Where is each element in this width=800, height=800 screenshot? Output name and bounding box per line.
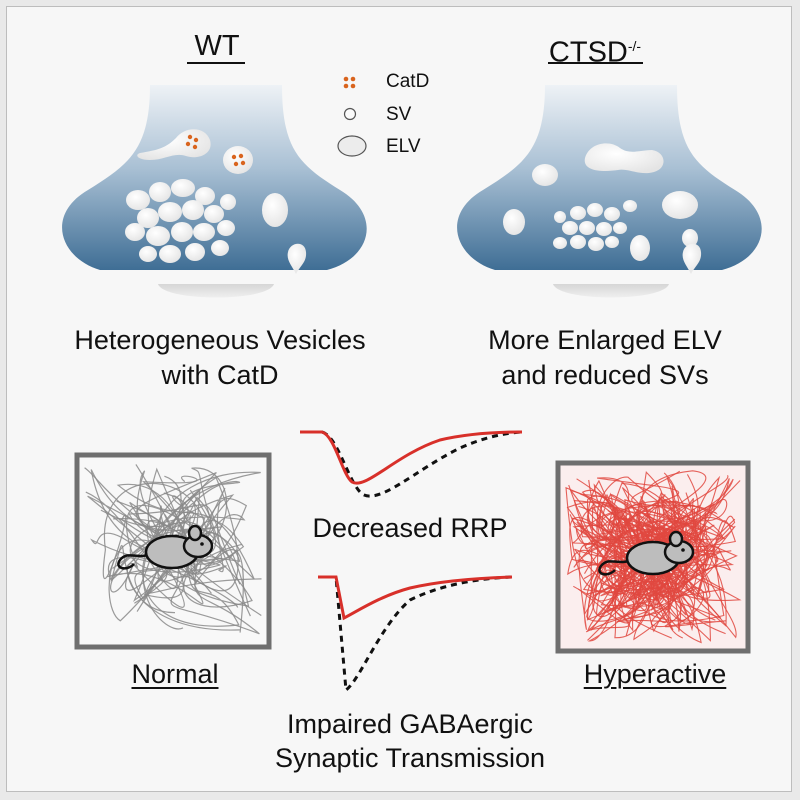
gaba-ko-trace <box>318 575 513 621</box>
gaba-wt-trace <box>318 575 513 693</box>
normal-locomotion-tracks <box>84 464 262 635</box>
rrp-ko-trace <box>300 430 523 485</box>
ko-enlarged-vesicle-5 <box>682 229 698 247</box>
locomotion-track <box>572 505 735 570</box>
wt-caption-line2: with CatD <box>161 360 279 390</box>
legend-catd-label: CatD <box>386 71 430 92</box>
wt-catd-vesicle <box>223 146 253 174</box>
ko-enlarged-vesicle-tubular <box>584 143 664 174</box>
ko-caption-line2: and reduced SVs <box>501 360 709 390</box>
wt-catd-dots <box>185 134 246 167</box>
normal-mouse <box>117 524 214 570</box>
rrp-wt-trace <box>300 430 523 498</box>
legend-sv-label: SV <box>386 104 412 125</box>
hyper-label: Hyperactive <box>583 659 727 689</box>
ko-enlarged-vesicle-2 <box>503 209 525 235</box>
ko-enlarged-vesicle-1 <box>532 164 558 186</box>
ko-synaptic-vesicle-cluster <box>553 200 637 251</box>
ko-postsynaptic-cleft <box>553 284 669 298</box>
ko-title-main: CTSD <box>548 36 628 69</box>
locomotion-track <box>84 467 255 631</box>
wt-postsynaptic-cleft <box>158 284 274 298</box>
mouse-ear <box>668 530 684 548</box>
hyper-mouse <box>598 530 695 576</box>
gaba-traces <box>318 575 513 693</box>
ko-enlarged-vesicle-3 <box>662 191 698 219</box>
gaba-label-line1: Impaired GABAergic <box>286 709 534 739</box>
wt-docked-vesicle <box>287 243 307 274</box>
wt-synaptic-vesicle-cluster <box>125 179 236 263</box>
wt-enlarged-vesicle <box>262 193 288 227</box>
wt-caption-line1: Heterogeneous Vesicles <box>74 325 366 355</box>
wt-enlarged-vesicle-tubular <box>137 129 211 160</box>
mouse-ear <box>187 524 203 542</box>
ko-docked-vesicle <box>682 243 702 274</box>
catd-legend-icon <box>343 76 356 89</box>
locomotion-track <box>580 493 702 644</box>
ko-enlarged-vesicle-4 <box>630 235 650 261</box>
rrp-traces <box>300 430 523 498</box>
locomotion-track <box>102 480 240 580</box>
ko-title: CTSD-/- <box>540 30 650 69</box>
gaba-label-line2: Synaptic Transmission <box>274 743 546 773</box>
wt-title: WT <box>194 30 240 62</box>
mouse-eye <box>681 548 685 552</box>
legend-symbols <box>337 76 367 157</box>
mouse-eye <box>200 542 204 546</box>
mouse-tail <box>598 558 632 576</box>
ko-terminal <box>457 85 762 298</box>
legend-elv-label: ELV <box>386 136 421 157</box>
mouse-tail <box>117 552 151 570</box>
ko-caption-line1: More Enlarged ELV <box>488 325 722 355</box>
locomotion-track <box>90 467 251 617</box>
rrp-label: Decreased RRP <box>312 513 508 543</box>
normal-label: Normal <box>131 659 219 689</box>
locomotion-track <box>573 474 699 642</box>
wt-terminal <box>62 85 367 298</box>
ko-title-sup: -/- <box>627 38 642 54</box>
ko-terminal-body <box>457 85 762 270</box>
locomotion-track <box>567 500 696 621</box>
elv-legend-icon <box>337 135 367 157</box>
sv-legend-icon <box>343 107 357 121</box>
